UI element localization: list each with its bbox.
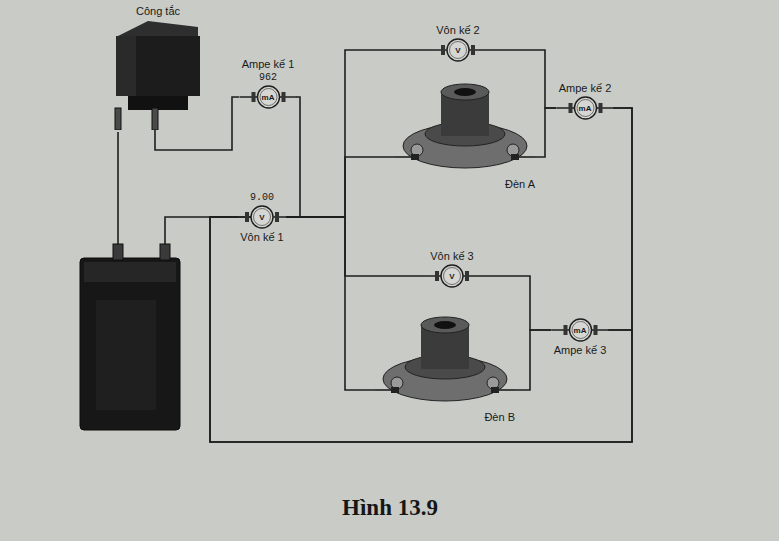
meter: Ampe kế 2 mA xyxy=(557,81,614,121)
battery-wire xyxy=(118,132,255,246)
wire xyxy=(210,108,632,442)
part-label: Ampe kế 2 xyxy=(559,81,612,95)
meter-unit: V xyxy=(259,213,264,222)
lamp-holder xyxy=(375,295,515,410)
part-label: Vôn kế 3 xyxy=(430,249,473,263)
meter-unit: V xyxy=(455,46,460,55)
meter-reading: 962 xyxy=(259,71,277,84)
meter: 9.00V Vôn kế 1 xyxy=(238,191,286,244)
part-label: Công tắc xyxy=(136,4,180,18)
wire xyxy=(286,217,428,276)
part-label: Đèn B xyxy=(484,410,515,424)
wire xyxy=(286,50,434,217)
meter-unit: mA xyxy=(579,104,592,113)
meter: mA Ampe kế 3 xyxy=(552,317,609,357)
meter-unit: mA xyxy=(574,326,587,335)
wire xyxy=(210,217,632,442)
switch-symbol xyxy=(108,18,208,130)
meter-row: V xyxy=(434,37,482,63)
meter: Vôn kế 2 V xyxy=(434,23,482,63)
switch: Công tắc xyxy=(108,4,208,130)
meter: Ampe kế 1962 mA xyxy=(240,57,297,110)
battery xyxy=(80,244,180,430)
part-label: Ampe kế 1 xyxy=(242,57,295,71)
meter: Vôn kế 3 V xyxy=(428,249,476,289)
wire xyxy=(286,157,395,217)
wire xyxy=(476,276,552,330)
wire xyxy=(286,217,375,390)
wire xyxy=(609,108,633,330)
part-label: Vôn kế 2 xyxy=(436,23,479,37)
wire xyxy=(515,330,552,390)
figure-caption: Hình 13.9 xyxy=(290,494,490,522)
meter-row: mA xyxy=(552,317,609,343)
meter-row: mA xyxy=(240,84,297,110)
meter-reading: 9.00 xyxy=(250,191,274,204)
wire xyxy=(535,108,557,157)
meter-unit: V xyxy=(449,272,454,281)
lamp-holder xyxy=(395,62,535,177)
meter-row: mA xyxy=(557,95,614,121)
part-label: Đèn A xyxy=(505,177,535,191)
part-label: Ampe kế 3 xyxy=(554,343,607,357)
lamp: Đèn B xyxy=(375,295,515,424)
meter-row: V xyxy=(428,263,476,289)
lamp: Đèn A xyxy=(395,62,535,191)
wire xyxy=(286,97,300,217)
meter-row: V xyxy=(238,204,286,230)
wire xyxy=(482,50,557,108)
meter-unit: mA xyxy=(262,93,275,102)
part-label: Vôn kế 1 xyxy=(240,230,283,244)
